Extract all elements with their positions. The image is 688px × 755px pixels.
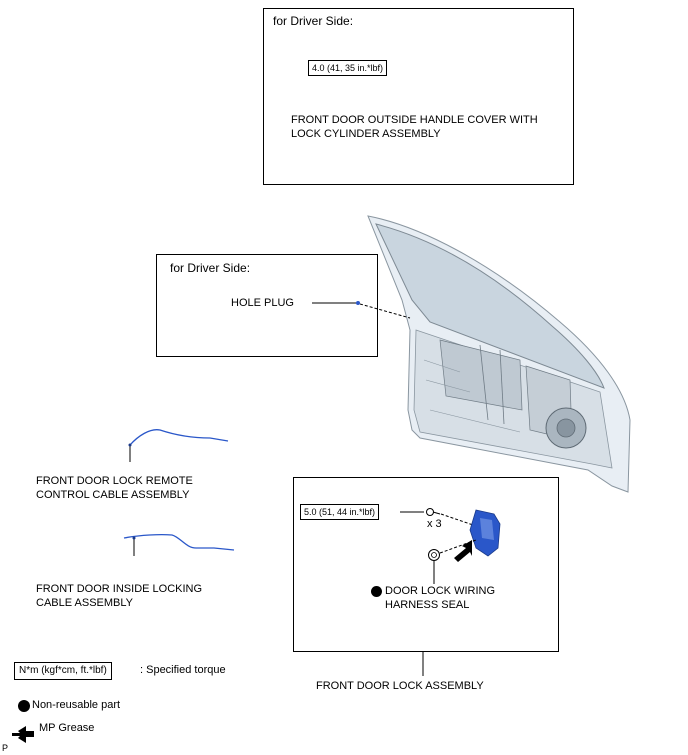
harness-seal-label-2: HARNESS SEAL [385,599,470,611]
handle-cover-label-2: LOCK CYLINDER ASSEMBLY [291,128,441,140]
grease-legend-icon [12,726,34,743]
harness-seal-part [428,549,440,561]
remote-cable-label-2: CONTROL CABLE ASSEMBLY [36,489,190,501]
driver-side-handle-box [263,8,574,185]
legend-torque-unit: N*m (kgf*cm, ft.*lbf) [14,662,112,680]
harness-seal-label-1: DOOR LOCK WIRING [385,585,496,597]
screw-quantity: x 3 [427,518,442,530]
hole-plug-part [356,301,360,305]
inside-cable-label-1: FRONT DOOR INSIDE LOCKING [36,583,203,595]
inside-cable-part [123,533,235,551]
lock-torque-spec: 5.0 (51, 44 in.*lbf) [300,504,380,520]
remote-cable-label-1: FRONT DOOR LOCK REMOTE [36,475,193,487]
remote-cable-part [129,429,229,446]
legend-grease-text: MP Grease [39,722,95,734]
footer-code: P [2,743,9,753]
grease-arrow [454,540,472,562]
door-lock-assembly-part [469,509,501,557]
legend-nonreusable-text: Non-reusable part [32,699,121,711]
nonreusable-legend-icon [18,700,30,712]
driver-side-hole-plug-box [156,254,378,357]
hole-plug-box-title: for Driver Side: [170,261,251,275]
door-lock-box [293,477,559,652]
legend-torque-desc: : Specified torque [140,664,226,676]
door-lock-assembly-label: FRONT DOOR LOCK ASSEMBLY [316,680,484,692]
nonreusable-icon [371,586,382,597]
handle-torque-spec: 4.0 (41, 35 in.*lbf) [308,60,388,76]
screw-part [426,508,441,516]
hole-plug-label: HOLE PLUG [231,297,294,309]
front-door-illustration [367,215,631,493]
inside-cable-label-2: CABLE ASSEMBLY [36,597,134,609]
handle-box-title: for Driver Side: [273,14,354,28]
handle-cover-label-1: FRONT DOOR OUTSIDE HANDLE COVER WITH [291,114,538,126]
